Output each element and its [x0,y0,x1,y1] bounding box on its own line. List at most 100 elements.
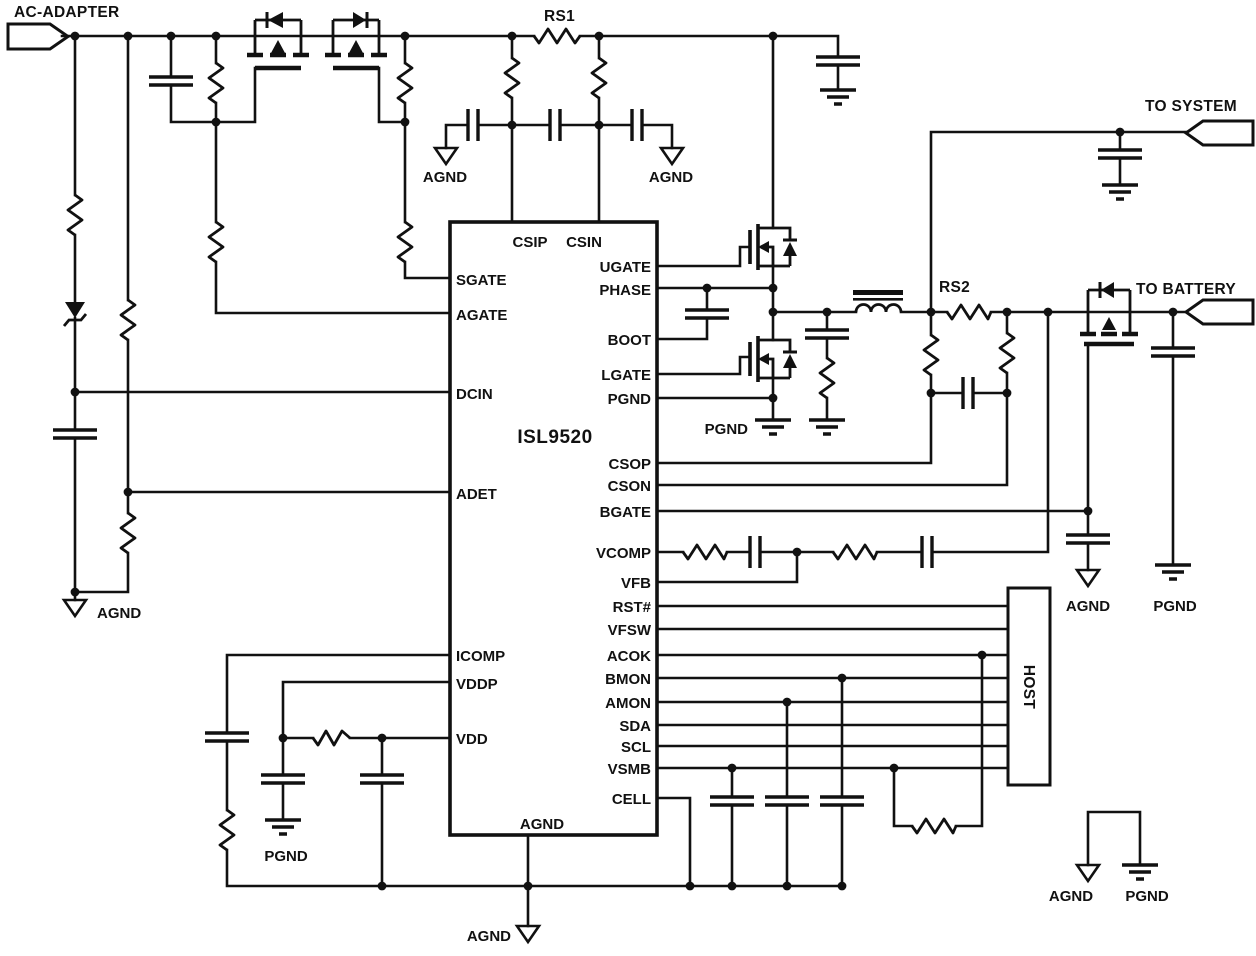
wires [60,34,1188,928]
pin-label-vdd: VDD [456,731,488,748]
fet-arrow [758,353,769,365]
capacitor [466,109,480,141]
host-label: HOST [1020,665,1037,709]
agnd-label: AGND [1049,888,1093,905]
resistor [119,298,137,342]
resistor [218,808,236,852]
resistor [910,817,958,835]
pin-label-bmon: BMON [605,671,651,688]
pin-label-csin: CSIN [566,234,602,251]
capacitor [1098,148,1142,160]
pin-label-cson: CSON [608,478,651,495]
rs1-label: RS1 [544,8,575,25]
pin-label-agnd: AGND [520,816,564,833]
resistor [831,543,879,561]
agnd-arrow-icon [61,598,89,619]
capacitor [630,109,644,141]
pin-label-acok: ACOK [607,648,651,665]
pin-label-phase: PHASE [599,282,651,299]
body-diode [353,12,366,28]
mosfet-pfet-adapter-1 [247,12,309,71]
capacitor [548,109,562,141]
earth-ground-icon [1122,863,1158,881]
inductor-core [853,298,903,301]
pin-label-dcin: DCIN [456,386,493,403]
body-diode [268,12,283,28]
to-system-label: TO SYSTEM [1145,98,1237,115]
capacitor [820,795,864,807]
earth-ground-icon [1102,183,1138,201]
mosfet-pfet-adapter-2 [325,12,387,71]
ac-adapter-label: AC-ADAPTER [14,4,119,21]
earth-ground-icon [809,418,845,436]
capacitor [205,731,249,743]
labels: AC-ADAPTER RS1 TO SYSTEM RS2 TO BATTERY … [14,4,1237,945]
pin-label-icomp: ICOMP [456,648,505,665]
capacitor [961,377,975,409]
agnd-arrow-icon [432,146,460,167]
pin-label-boot: BOOT [608,332,651,349]
capacitors [53,55,1195,807]
pin-label-amon: AMON [605,695,651,712]
pin-label-adet: ADET [456,486,497,503]
earth-ground-icon [820,88,856,106]
pin-label-scl: SCL [621,739,651,756]
capacitor [805,328,849,340]
earth-ground-icon [755,418,791,436]
pin-label-agate: AGATE [456,307,507,324]
resistor [396,220,414,264]
inductor-core [853,290,903,295]
pgnd-symbols [265,88,1191,881]
capacitor [149,75,193,87]
agnd-label: AGND [97,605,141,622]
resistor [207,220,225,264]
capacitor [261,773,305,785]
capacitor [748,536,762,568]
agnd-arrow-icon [1074,863,1102,884]
resistors [66,27,1016,852]
rs2-label: RS2 [939,279,970,296]
agnd-label: AGND [1066,598,1110,615]
mosfet-bgate [1080,282,1138,347]
ac-adapter-connector [6,22,71,51]
agnd-arrow-icon [1074,568,1102,589]
pin-label-vfb: VFB [621,575,651,592]
pin-label-bgate: BGATE [600,504,651,521]
pin-label-vsmb: VSMB [608,761,652,778]
fet-arrow [758,241,769,253]
wire-net [60,34,1188,928]
capacitor [710,795,754,807]
pin-label-csop: CSOP [608,456,651,473]
resistor [311,729,351,747]
pin-label-vcomp: VCOMP [596,545,651,562]
fet-arrow [271,40,285,53]
pin-label-lgate: LGATE [601,367,651,384]
resistor [503,56,521,100]
agnd-symbols [61,146,1102,945]
pin-label-sda: SDA [619,718,651,735]
to-system-connector [1183,119,1255,147]
pgnd-label: PGND [264,848,308,865]
resistor [922,333,940,377]
pin-label-rst: RST# [613,599,652,616]
junction-dots [70,31,1178,891]
capacitor [685,308,729,320]
mosfet-lowside [748,336,797,382]
agnd-label: AGND [649,169,693,186]
agnd-label: AGND [423,169,467,186]
to-battery-label: TO BATTERY [1136,281,1236,298]
agnd-arrow-icon [514,924,542,945]
grounds [61,88,1191,945]
capacitor [53,428,97,440]
earth-ground-icon [1155,563,1191,581]
to-battery-connector [1183,298,1255,326]
capacitor [1151,346,1195,358]
capacitor [1066,533,1110,545]
pgnd-label: PGND [705,421,749,438]
pin-label-vfsw: VFSW [608,622,652,639]
capacitor [765,795,809,807]
resistor [207,61,225,105]
fet-arrow [1102,317,1116,330]
pin-label-vddp: VDDP [456,676,498,693]
